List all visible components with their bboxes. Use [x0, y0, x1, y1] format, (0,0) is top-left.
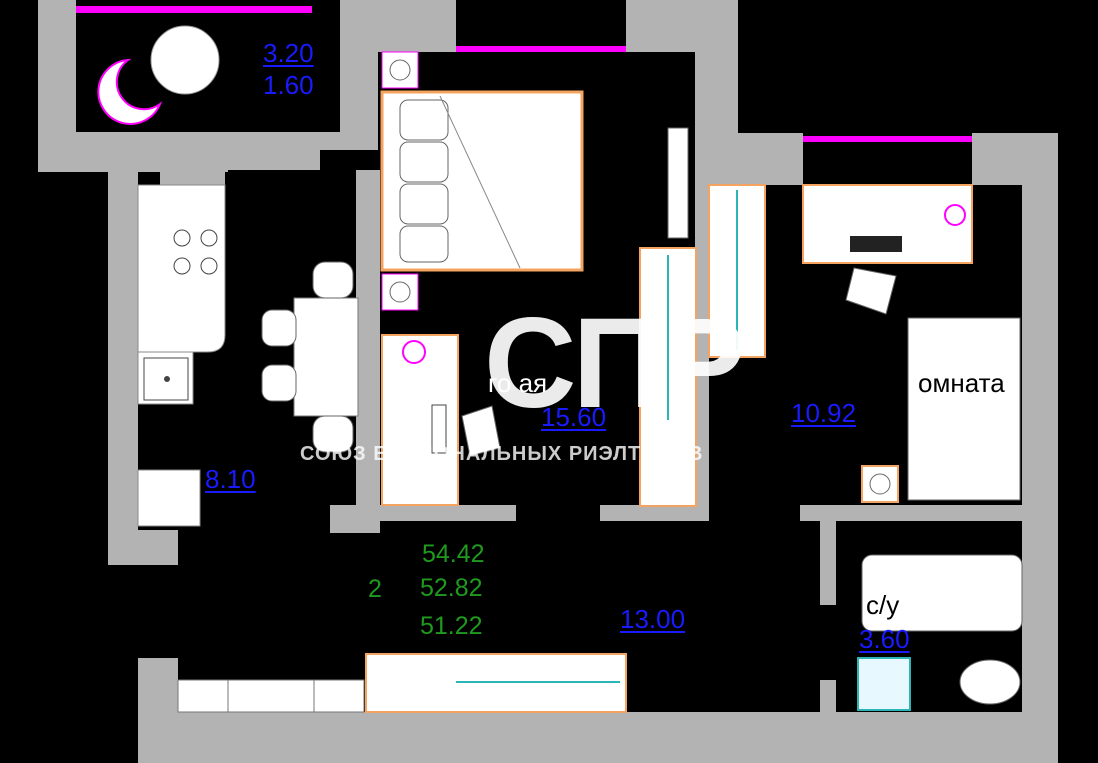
keyboard-icon	[431, 404, 447, 454]
wardrobe-rails	[667, 190, 738, 420]
desk-chair	[461, 405, 501, 457]
balcony-table	[150, 25, 220, 95]
area-no-balcony: 51.22	[420, 612, 483, 640]
balcony-right-wall	[340, 0, 378, 150]
bedroom-nightstand	[861, 465, 899, 503]
balcony-chair-icon	[97, 58, 163, 125]
hall-cabinets	[177, 679, 365, 713]
bed-pillows	[399, 99, 449, 263]
balcony-area-sub: 1.60	[263, 70, 314, 100]
living-bottom-right	[600, 505, 700, 521]
living-partition	[356, 170, 380, 530]
living-room-name: го ая	[488, 368, 548, 398]
sink-icon	[143, 357, 189, 401]
bedroom-left-wall	[695, 185, 709, 521]
balcony-window	[76, 6, 312, 13]
windows	[76, 6, 972, 142]
bedroom-area: 10.92	[791, 398, 857, 428]
bath-left-wall	[820, 505, 836, 605]
kitchen-left-wall	[108, 165, 138, 565]
bath-left-lower	[820, 680, 836, 715]
dining-table	[293, 297, 359, 417]
kitchen-upper-wall	[160, 150, 225, 185]
dining-chairs	[261, 261, 354, 453]
living-bottom-wall	[380, 505, 516, 521]
bathroom-name: с/у	[866, 590, 900, 620]
sink-drain-icon	[164, 376, 170, 382]
single-bed	[907, 317, 1021, 501]
desk-lamp-icon	[402, 340, 426, 364]
living-area: 52.82	[420, 574, 483, 602]
balcony-area: 3.20	[263, 38, 314, 68]
top-wall-mid	[378, 0, 456, 52]
walls	[38, 0, 1058, 763]
bed-blanket-fold	[439, 95, 521, 269]
hall-area: 13.00	[620, 604, 686, 634]
living-partition-lower	[330, 505, 380, 533]
rooms-count: 2	[368, 575, 382, 603]
bedroom-chair	[845, 267, 897, 315]
kitchen-area: 8.10	[205, 464, 256, 494]
bedroom-window	[803, 136, 972, 142]
living-window	[456, 46, 626, 52]
bedroom-lamp-icon	[944, 204, 966, 226]
bottom-wall	[138, 712, 1058, 763]
bedroom-nightstand-lamp-icon	[869, 473, 891, 495]
bathroom-area: 3.60	[859, 624, 910, 654]
bottom-left-wall	[138, 658, 178, 763]
watermark-tagline: СОЮЗ ЕССИОНАЛЬНЫХ РИЭЛТОРОВ	[300, 443, 704, 465]
bedroom-name: омната	[918, 368, 1005, 398]
bedroom-bottom-wall	[800, 505, 1022, 521]
bedroom-monitor-icon	[850, 236, 902, 252]
living-room-area: 15.60	[541, 402, 607, 432]
washing-machine-icon	[857, 657, 911, 711]
toilet-icon	[959, 659, 1021, 705]
watermark-logo: СПР	[484, 292, 746, 435]
bedroom-top-left	[695, 133, 803, 185]
total-area: 54.42	[422, 540, 485, 568]
bedroom-top-right	[972, 133, 1027, 185]
tv-unit	[667, 127, 689, 239]
kitchen-left-lower	[108, 530, 178, 565]
nightstand-lamp-icon	[381, 51, 419, 311]
stove-icon	[173, 229, 218, 275]
bathtub	[861, 554, 1023, 632]
corridor-wall-top	[695, 0, 738, 140]
right-outer-wall	[1022, 133, 1058, 763]
